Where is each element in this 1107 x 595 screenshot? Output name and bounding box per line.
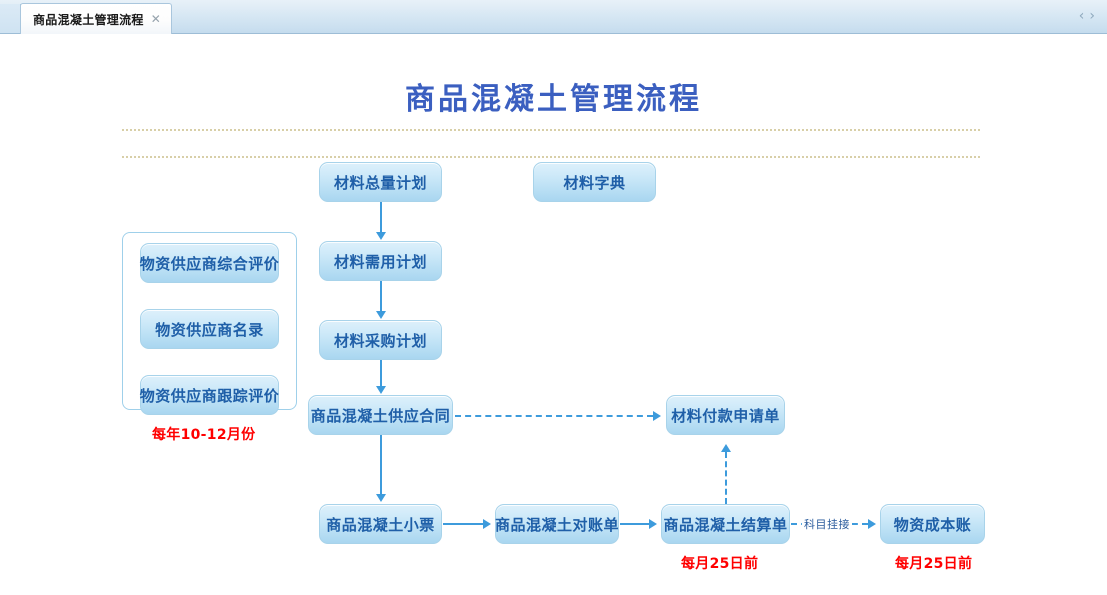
node-material-dictionary[interactable]: 材料字典 xyxy=(533,162,656,202)
connector-contract-to-ticket xyxy=(380,435,382,495)
diagram-canvas: 商品混凝土管理流程 物资供应商综合评价 物资供应商名录 物资供应商跟踪评价 每年… xyxy=(0,34,1107,595)
arrow-contract-to-payment xyxy=(653,411,661,421)
divider-line-top xyxy=(122,129,980,131)
node-concrete-settlement[interactable]: 商品混凝土结算单 xyxy=(661,504,790,544)
arrow-settlement-to-payment xyxy=(721,444,731,452)
tab-bar-empty-area xyxy=(150,4,1107,33)
divider-line-bottom xyxy=(122,156,980,158)
arrow-statement-to-settlement xyxy=(649,519,657,529)
arrow-demand-to-purchase xyxy=(376,311,386,319)
node-material-purchase-plan[interactable]: 材料采购计划 xyxy=(319,320,442,360)
node-supplier-tracking-evaluation[interactable]: 物资供应商跟踪评价 xyxy=(140,375,279,415)
note-settlement-deadline: 每月25日前 xyxy=(681,556,759,572)
edge-label-subject-linkage: 科目挂接 xyxy=(802,516,852,532)
tab-bar: 商品混凝土管理流程 ✕ ‹ › xyxy=(0,0,1107,34)
connector-contract-to-payment xyxy=(455,415,653,417)
note-cost-ledger-deadline: 每月25日前 xyxy=(895,556,973,572)
connector-settlement-to-payment xyxy=(725,452,727,504)
arrow-contract-to-ticket xyxy=(376,494,386,502)
connector-statement-to-settlement xyxy=(620,523,649,525)
node-supplier-overall-evaluation[interactable]: 物资供应商综合评价 xyxy=(140,243,279,283)
node-material-payment-request[interactable]: 材料付款申请单 xyxy=(666,395,785,435)
node-supplier-directory[interactable]: 物资供应商名录 xyxy=(140,309,279,349)
node-concrete-supply-contract[interactable]: 商品混凝土供应合同 xyxy=(308,395,453,435)
connector-purchase-to-contract xyxy=(380,360,382,387)
tab-bar-left-stub xyxy=(0,4,21,33)
connector-demand-to-purchase xyxy=(380,281,382,312)
close-icon[interactable]: ✕ xyxy=(150,12,161,26)
tab-concrete-management-process[interactable]: 商品混凝土管理流程 ✕ xyxy=(20,3,172,34)
tab-nav-arrows: ‹ › xyxy=(1079,9,1095,23)
arrow-purchase-to-contract xyxy=(376,386,386,394)
node-concrete-statement[interactable]: 商品混凝土对账单 xyxy=(495,504,619,544)
page-title: 商品混凝土管理流程 xyxy=(405,82,702,117)
connector-total-to-demand xyxy=(380,202,382,233)
chevron-right-icon[interactable]: › xyxy=(1089,8,1095,24)
node-material-demand-plan[interactable]: 材料需用计划 xyxy=(319,241,442,281)
node-material-total-plan[interactable]: 材料总量计划 xyxy=(319,162,442,202)
chevron-left-icon[interactable]: ‹ xyxy=(1078,8,1085,24)
note-supplier-annual-period: 每年10-12月份 xyxy=(152,427,256,443)
node-material-cost-ledger[interactable]: 物资成本账 xyxy=(880,504,985,544)
node-concrete-ticket[interactable]: 商品混凝土小票 xyxy=(319,504,442,544)
arrow-total-to-demand xyxy=(376,232,386,240)
tab-label: 商品混凝土管理流程 xyxy=(33,12,144,27)
arrow-ticket-to-statement xyxy=(483,519,491,529)
connector-ticket-to-statement xyxy=(443,523,483,525)
arrow-settlement-to-ledger xyxy=(868,519,876,529)
